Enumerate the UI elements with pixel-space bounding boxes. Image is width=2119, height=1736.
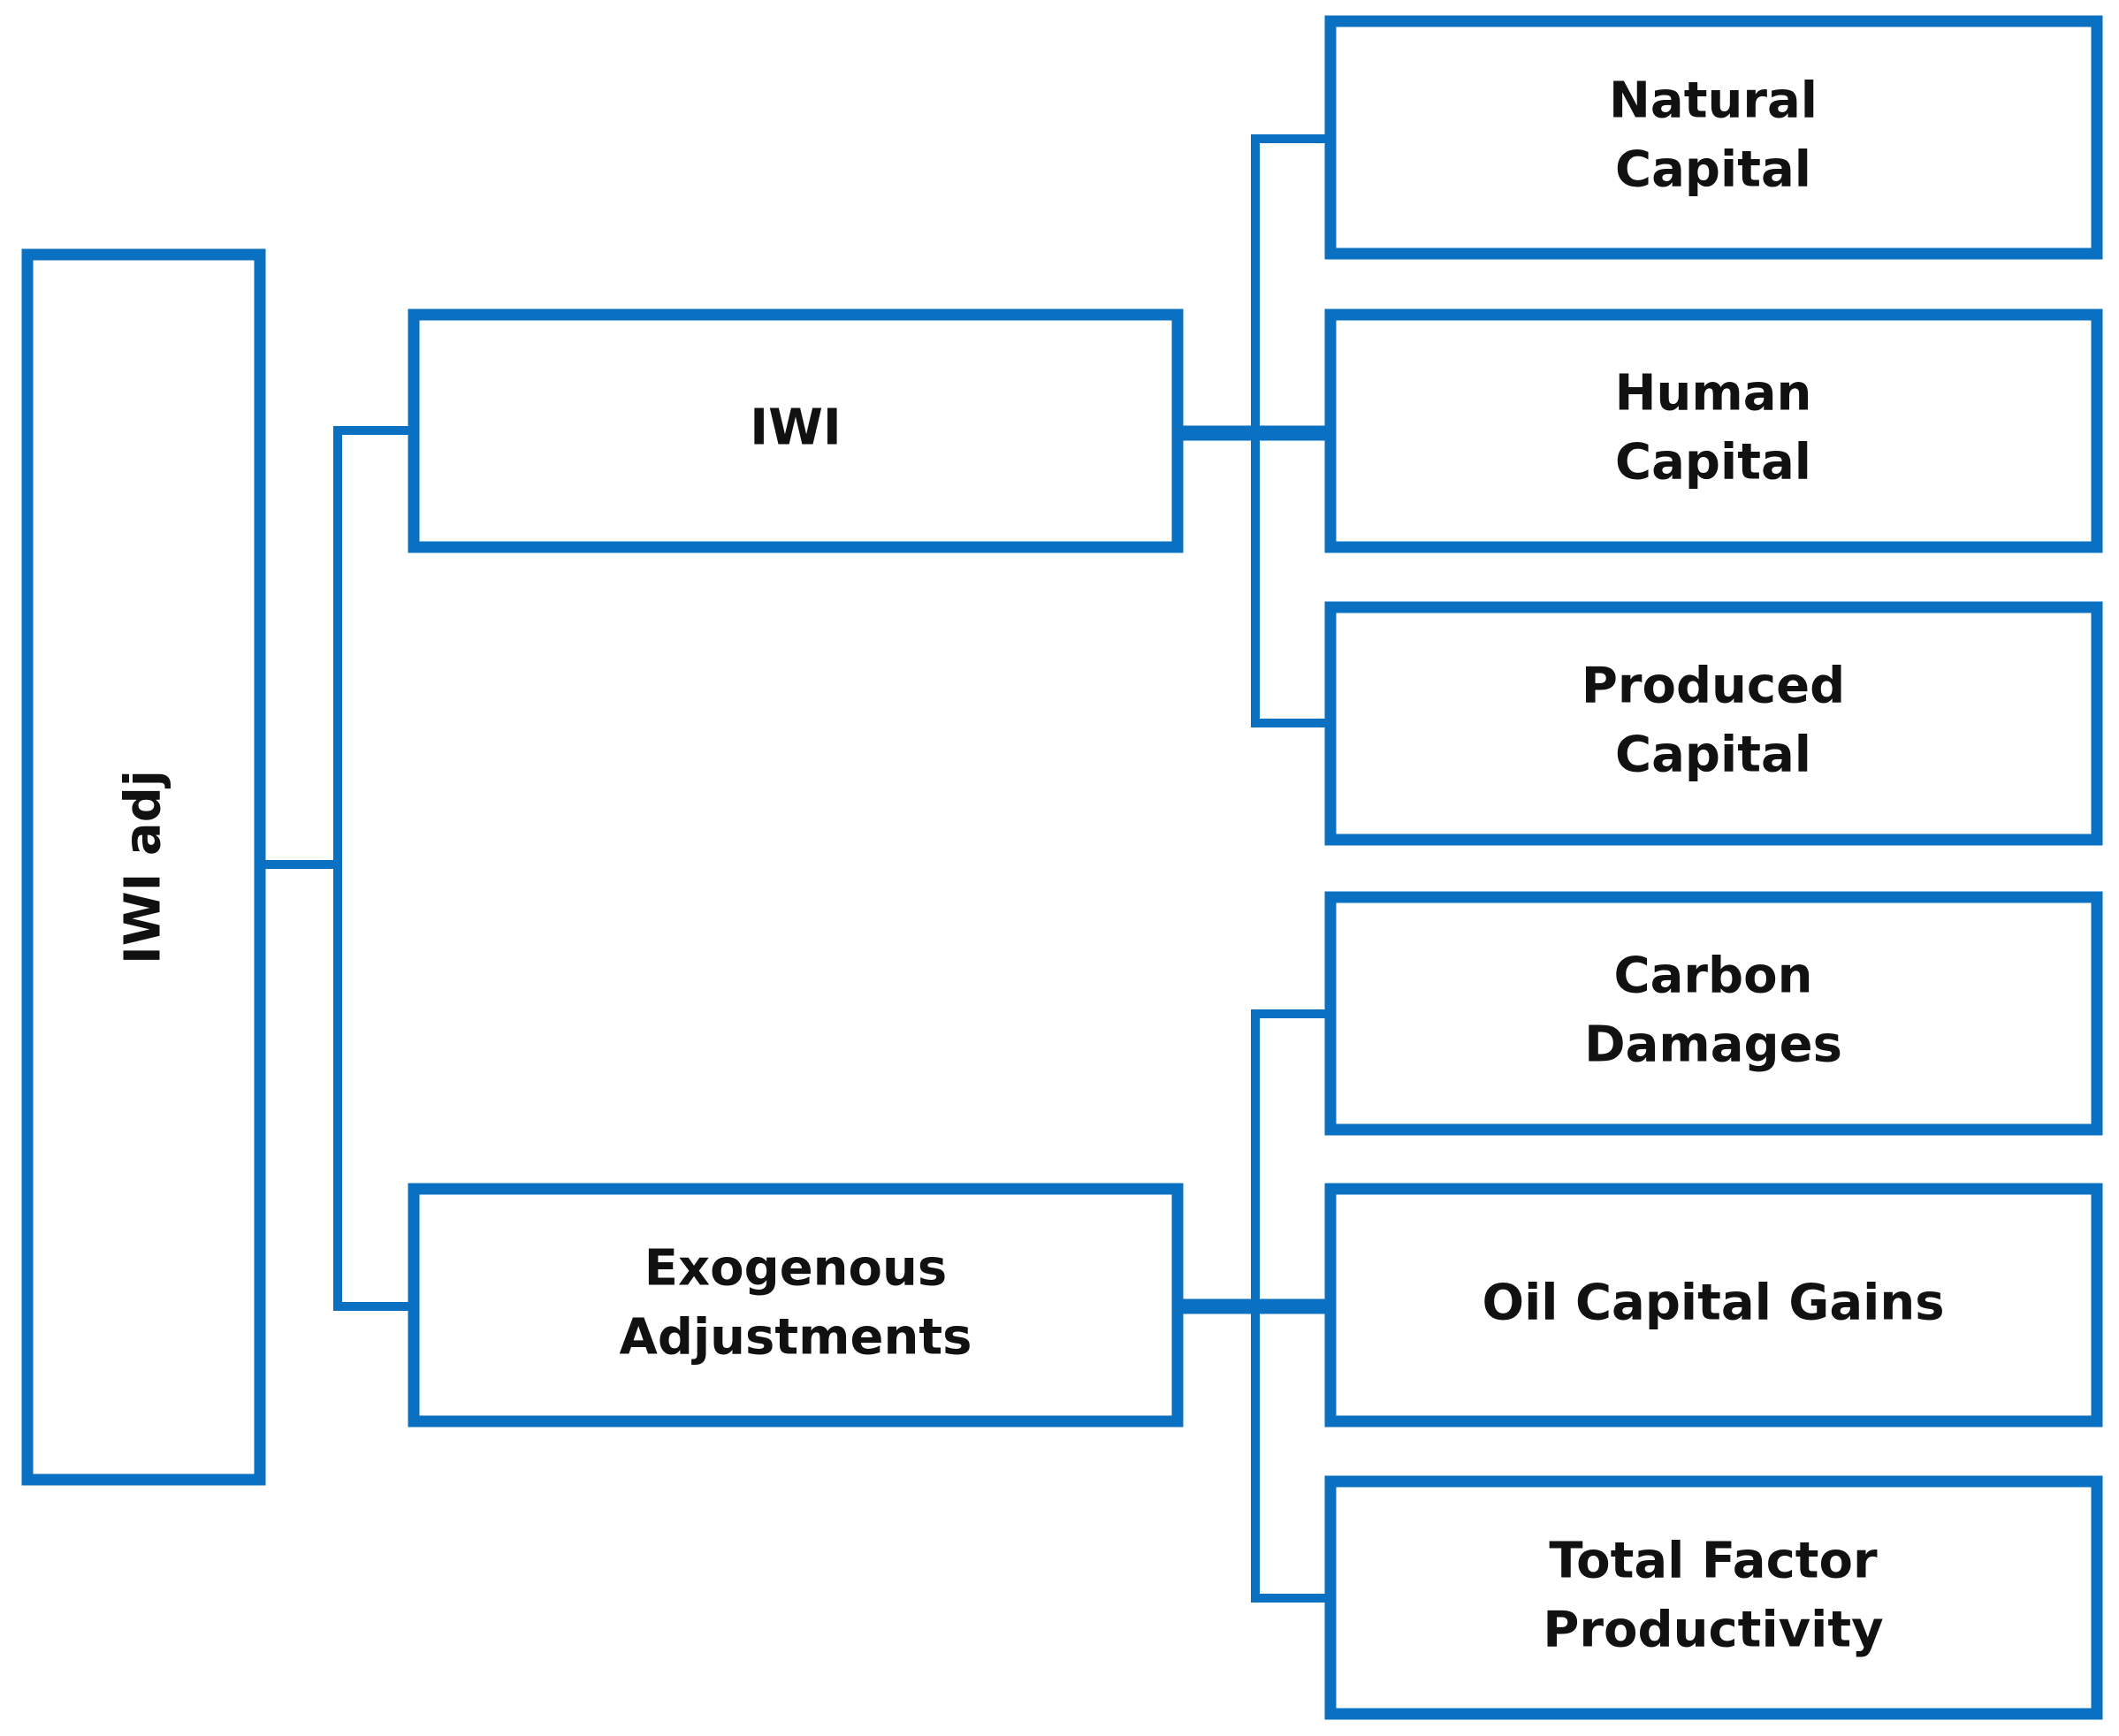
node-iwi: IWI <box>408 308 1184 553</box>
node-iwi-label: IWI <box>750 400 841 457</box>
node-tfp-line1: Total Factor <box>1549 1533 1878 1590</box>
node-carbon-damages: Carbon Damages <box>1324 891 2103 1136</box>
node-human-capital-line2: Capital <box>1615 434 1811 491</box>
node-oil-capital-gains-label: Oil Capital Gains <box>1482 1275 1944 1332</box>
connectors-root <box>256 426 418 1311</box>
node-human-capital-line1: Human <box>1615 365 1812 423</box>
node-natural-capital-line2: Capital <box>1615 141 1811 199</box>
node-tfp-line2: Productivity <box>1543 1602 1883 1659</box>
node-exogenous-line2: Adjustments <box>620 1309 972 1367</box>
node-carbon-damages-line2: Damages <box>1584 1016 1842 1074</box>
node-natural-capital-line1: Natural <box>1609 72 1818 130</box>
node-exogenous-line1: Exogenous <box>644 1240 947 1298</box>
node-produced-capital-line2: Capital <box>1615 727 1811 784</box>
node-human-capital: Human Capital <box>1324 308 2103 553</box>
node-iwi-adj-label: IWI adj <box>115 770 172 964</box>
node-produced-capital: Produced Capital <box>1324 601 2103 846</box>
node-exogenous-adjustments: Exogenous Adjustments <box>408 1183 1184 1428</box>
connectors-exogenous <box>1178 1009 1335 1603</box>
node-total-factor-productivity: Total Factor Productivity <box>1324 1475 2103 1720</box>
node-oil-capital-gains: Oil Capital Gains <box>1324 1183 2103 1428</box>
node-iwi-adj: IWI adj <box>21 248 266 1486</box>
node-carbon-damages-line1: Carbon <box>1614 948 1813 1005</box>
node-produced-capital-line1: Produced <box>1582 658 1845 715</box>
connectors-iwi <box>1178 134 1335 727</box>
node-natural-capital: Natural Capital <box>1324 15 2103 260</box>
